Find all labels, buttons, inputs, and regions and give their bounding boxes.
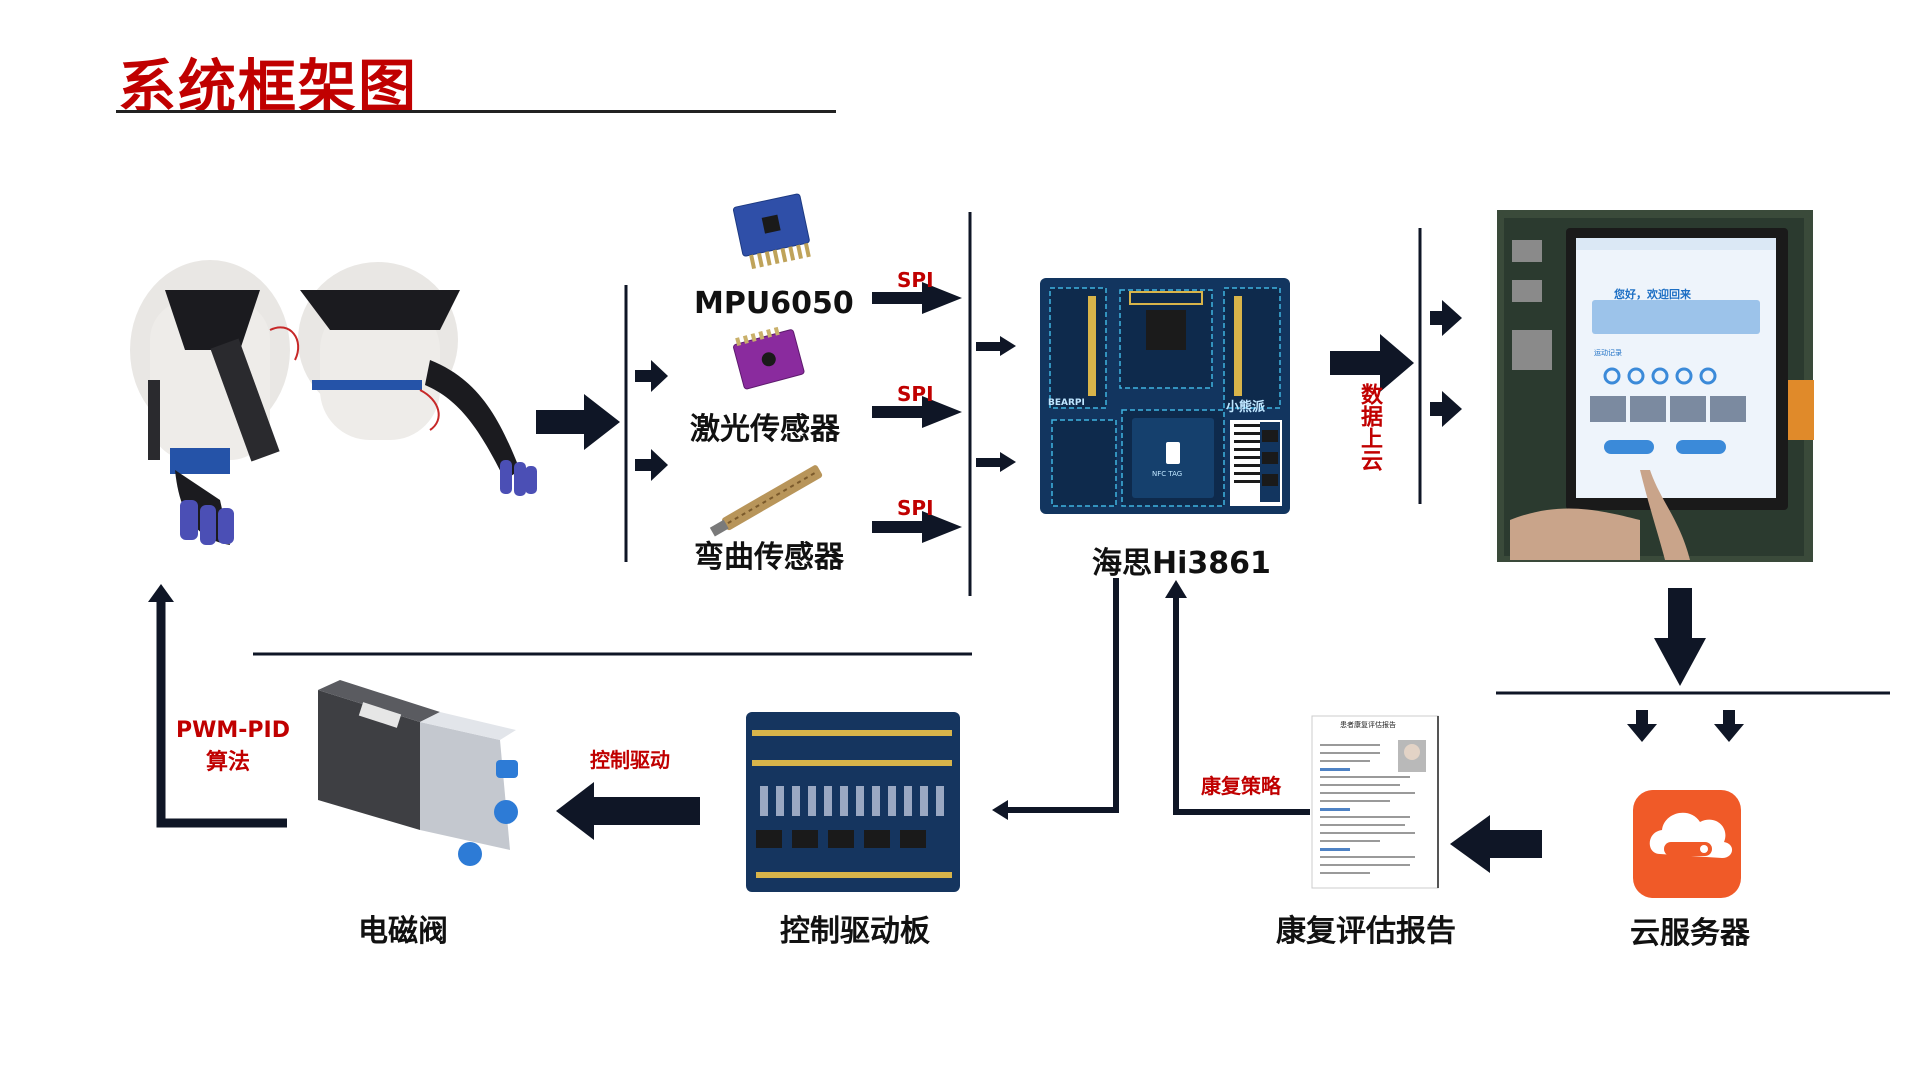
arrow-feedback-up [156,600,287,828]
report-title: 患者康复评估报告 [1340,721,1396,729]
bend-sensor-label: 弯曲传感器 [694,540,844,575]
data-cloud-label: 数据上云 [1357,383,1382,471]
rehab-strategy-label: 康复策略 [1201,774,1281,798]
board-brand: BEARPI [1048,398,1085,408]
arrow-cloud-to-report [1450,815,1542,873]
screen-greeting: 您好，欢迎回来 [1614,288,1691,301]
arrow-upload [1330,334,1414,392]
spi-label-1: SPI [897,268,934,292]
title-underline [116,110,836,113]
arrow-hi-to-driver [1006,578,1119,813]
spi-label-3: SPI [897,496,934,520]
arrow-exo-to-sensors [536,394,620,450]
nfc-tag-text: NFC TAG [1152,470,1183,478]
pwm-pid-label-line2: 算法 [206,750,251,775]
hi3861-label: 海思Hi3861 [1092,546,1271,581]
control-drive-label: 控制驱动 [590,748,670,772]
bus-left-arrows [635,360,668,481]
arrow-driver-to-valve [556,782,700,840]
arrow-report-to-hi [1173,596,1310,815]
spi-arrows [872,282,962,543]
board-brand-cn: 小熊派 [1226,400,1266,415]
arrow-screen-down [1654,588,1706,686]
mpu6050-label: MPU6050 [694,286,854,321]
bus-right-arrows [976,336,1016,472]
arrow-feedback-up-head [148,584,174,602]
solenoid-valve-label: 电磁阀 [358,914,448,949]
cloud-server-label: 云服务器 [1630,916,1750,951]
laser-sensor-label: 激光传感器 [690,412,840,447]
pwm-pid-label-line1: PWM-PID [176,718,290,743]
page-title: 系统框架图 [118,53,419,121]
screen-section: 运动记录 [1594,349,1622,357]
screen-bus-arrows [1430,300,1462,427]
spi-label-2: SPI [897,382,934,406]
driver-board-label: 控制驱动板 [780,914,930,949]
rehab-report-label: 康复评估报告 [1276,914,1456,949]
cloud-bus-arrows [1627,710,1744,742]
